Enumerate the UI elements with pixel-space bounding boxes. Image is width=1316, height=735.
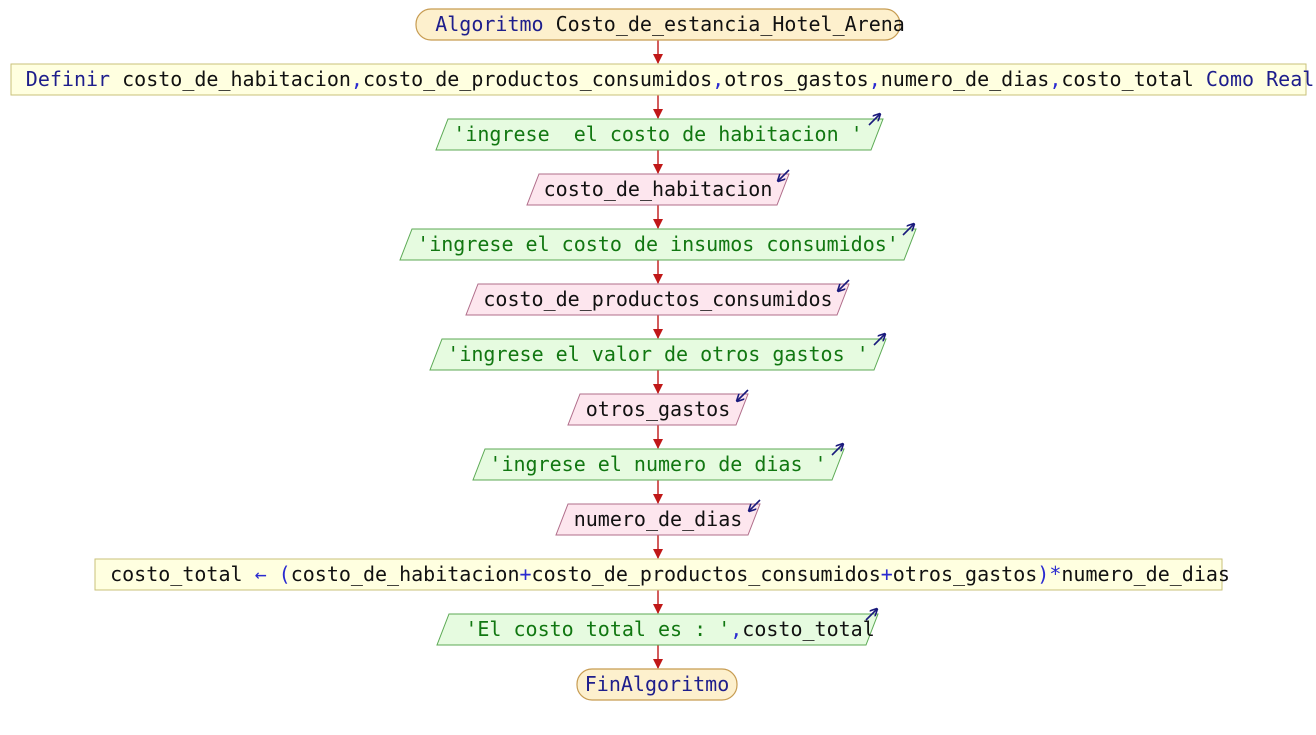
operator: + xyxy=(520,562,532,586)
output-shape xyxy=(435,118,884,151)
output-text: 'ingrese el numero de dias ' xyxy=(489,452,826,476)
input-arrow-icon xyxy=(838,279,850,291)
input-text: numero_de_dias xyxy=(574,507,743,531)
output-shape xyxy=(472,448,845,481)
algorithm-name-text: Costo_de_estancia_Hotel_Arena xyxy=(556,12,905,36)
input-shape xyxy=(555,503,761,536)
input-shape xyxy=(465,283,850,316)
operand: costo_de_habitacion xyxy=(291,562,520,586)
algoritmo-keyword: Algoritmo xyxy=(435,12,543,36)
end-label: FinAlgoritmo xyxy=(585,672,730,696)
input-arrow-icon xyxy=(737,389,749,401)
assign-block[interactable]: costo_total ← (costo_de_habitacion+costo… xyxy=(26,558,1290,591)
input-shape xyxy=(526,173,790,206)
var-name: costo_de_habitacion xyxy=(122,67,351,91)
input-block-2[interactable]: costo_de_productos_consumidos xyxy=(465,279,850,316)
assign-target: costo_total xyxy=(110,562,242,586)
type-keyword: Real xyxy=(1266,67,1314,91)
end-terminal-shape xyxy=(576,668,738,701)
output-shape xyxy=(436,613,879,646)
paren-open: ( xyxy=(279,562,291,586)
operator: + xyxy=(881,562,893,586)
output-text: 'ingrese el costo de habitacion ' xyxy=(453,122,862,146)
separator: , xyxy=(1049,67,1061,91)
operand: numero_de_dias xyxy=(1061,562,1230,586)
input-block-4[interactable]: numero_de_dias xyxy=(555,499,761,536)
input-arrow-icon xyxy=(749,499,761,511)
output-arrow-icon xyxy=(865,609,877,621)
output-literal: 'El costo total es : ' xyxy=(465,617,730,641)
separator: , xyxy=(869,67,881,91)
algorithm-name xyxy=(544,12,556,36)
output-block-2[interactable]: 'ingrese el costo de insumos consumidos' xyxy=(399,224,917,261)
define-block[interactable]: Definir costo_de_habitacion,costo_de_pro… xyxy=(0,63,1316,96)
separator: , xyxy=(712,67,724,91)
output-arrow-icon xyxy=(831,444,843,456)
paren-close-multiply: )* xyxy=(1037,562,1061,586)
operand: otros_gastos xyxy=(893,562,1038,586)
output-text: 'ingrese el valor de otros gastos ' xyxy=(447,342,868,366)
output-block-3[interactable]: 'ingrese el valor de otros gastos ' xyxy=(429,334,887,371)
start-label: Algoritmo Costo_de_estancia_Hotel_Arena xyxy=(351,12,965,36)
var-name: otros_gastos xyxy=(724,67,869,91)
input-text: costo_de_productos_consumidos xyxy=(483,287,832,311)
operand: costo_de_productos_consumidos xyxy=(532,562,881,586)
start-terminal[interactable]: Algoritmo Costo_de_estancia_Hotel_Arena xyxy=(351,8,965,41)
output-var: costo_total xyxy=(742,617,874,641)
output-arrow-icon xyxy=(873,334,885,346)
output-arrow-icon xyxy=(902,224,914,236)
end-terminal[interactable]: FinAlgoritmo xyxy=(576,668,738,701)
define-shape xyxy=(10,63,1307,96)
var-name: costo_total xyxy=(1061,67,1193,91)
assign-shape xyxy=(94,558,1223,591)
output-block-5[interactable]: 'El costo total es : ',costo_total xyxy=(381,609,935,646)
como-keyword: Como xyxy=(1206,67,1254,91)
start-terminal-shape xyxy=(415,8,901,41)
output-block-1[interactable]: 'ingrese el costo de habitacion ' xyxy=(435,114,884,151)
output-block-4[interactable]: 'ingrese el numero de dias ' xyxy=(472,444,845,481)
output-shape xyxy=(399,228,917,261)
input-text: costo_de_habitacion xyxy=(544,177,773,201)
output-text: 'ingrese el costo de insumos consumidos' xyxy=(417,232,899,256)
separator: , xyxy=(351,67,363,91)
output-text: 'El costo total es : ',costo_total xyxy=(381,617,935,641)
input-arrow-icon xyxy=(778,169,790,181)
define-statement: Definir costo_de_habitacion,costo_de_pro… xyxy=(0,67,1316,91)
input-block-1[interactable]: costo_de_habitacion xyxy=(526,169,790,206)
definir-keyword: Definir xyxy=(26,67,110,91)
var-name: numero_de_dias xyxy=(881,67,1050,91)
assign-arrow: ← xyxy=(243,562,279,586)
separator: , xyxy=(730,617,742,641)
assign-statement: costo_total ← (costo_de_habitacion+costo… xyxy=(26,562,1290,586)
output-shape xyxy=(429,338,887,371)
var-name: costo_de_productos_consumidos xyxy=(363,67,712,91)
output-arrow-icon xyxy=(868,114,880,126)
input-shape xyxy=(567,393,749,426)
input-block-3[interactable]: otros_gastos xyxy=(567,389,749,426)
input-text: otros_gastos xyxy=(586,397,731,421)
